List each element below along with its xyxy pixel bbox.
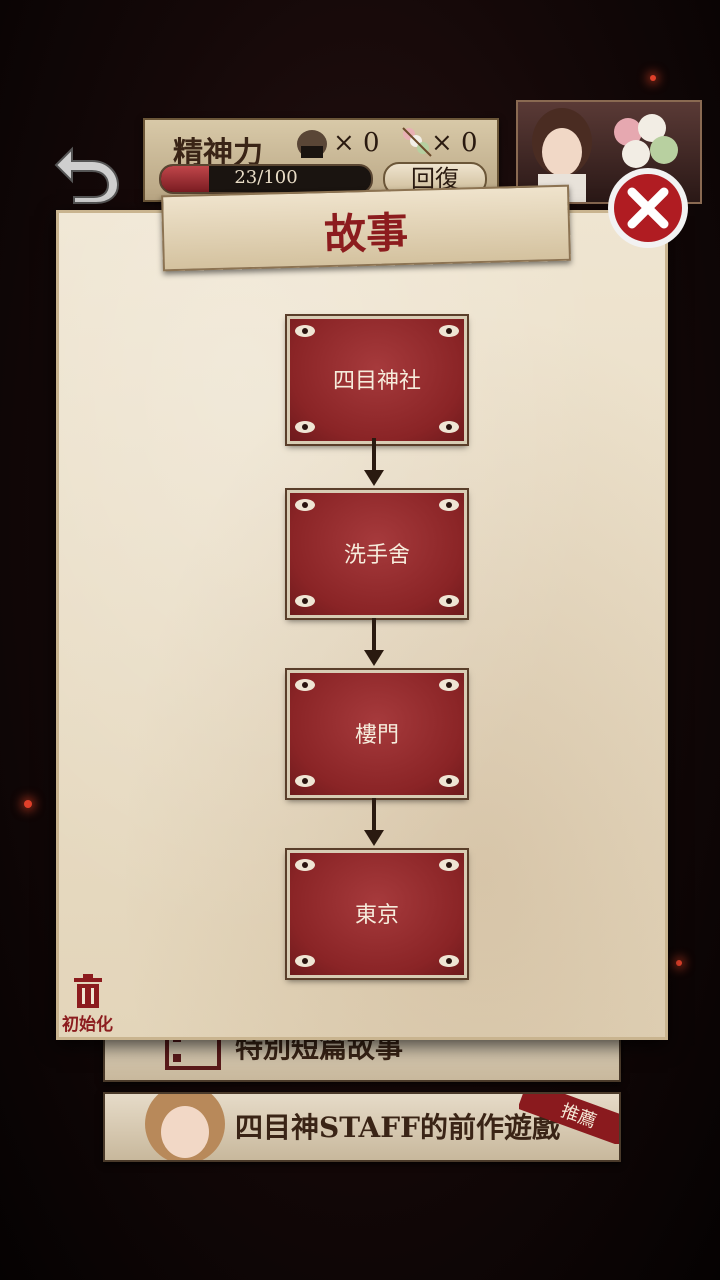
dialog-title-banner: 故事 [161,184,571,272]
eye-ornament-icon [295,325,315,337]
eye-ornament-icon [295,499,315,511]
recommend-badge: 推薦 [519,1094,619,1144]
back-arrow-icon[interactable] [52,135,122,205]
stamina-bar-fill [161,166,210,192]
eye-ornament-icon [439,499,459,511]
character-avatar [532,108,678,202]
eye-ornament-icon [295,775,315,787]
character-thumbnail [145,1094,225,1160]
close-icon[interactable] [604,164,692,252]
trash-icon[interactable] [70,972,106,1010]
eye-ornament-icon [439,679,459,691]
eye-ornament-icon [295,859,315,871]
eye-ornament-icon [295,421,315,433]
previous-game-label: 四目神STAFF的前作遊戲 [235,1111,561,1144]
item2-count: × 0 [431,128,478,158]
story-node-1[interactable]: 洗手舍 [285,488,469,620]
flow-arrow-icon [364,438,384,486]
ember-particle [676,960,682,966]
story-node-label: 洗手舍 [343,543,410,568]
eye-ornament-icon [439,421,459,433]
onigiri-item-icon [297,130,327,158]
eye-ornament-icon [439,859,459,871]
eye-ornament-icon [439,955,459,967]
eye-ornament-icon [439,775,459,787]
eye-ornament-icon [295,679,315,691]
stamina-bar: 23/100 [159,164,373,194]
story-node-0[interactable]: 四目神社 [285,314,469,446]
story-node-label: 樓門 [354,723,399,748]
reset-label[interactable]: 初始化 [62,1015,113,1035]
ember-particle [650,75,656,81]
flow-arrow-icon [364,618,384,666]
story-node-label: 東京 [354,903,399,928]
story-node-2[interactable]: 樓門 [285,668,469,800]
eye-ornament-icon [295,595,315,607]
previous-game-button[interactable]: 四目神STAFF的前作遊戲 推薦 [103,1092,621,1162]
ember-particle [24,800,32,808]
story-node-3[interactable]: 東京 [285,848,469,980]
item1-count: × 0 [333,128,380,158]
flow-arrow-icon [364,798,384,846]
story-node-label: 四目神社 [332,369,421,394]
eye-ornament-icon [439,595,459,607]
eye-ornament-icon [439,325,459,337]
dialog-title: 故事 [323,207,409,260]
eye-ornament-icon [295,955,315,967]
stamina-value: 23/100 [234,167,298,188]
dango-item-icon [402,127,432,157]
recommend-badge-label: 推薦 [519,1094,619,1144]
